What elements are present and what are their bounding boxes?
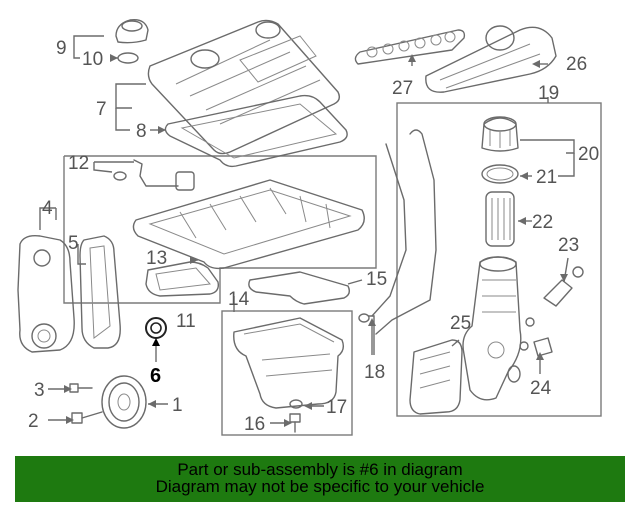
crankshaft-pulley: [101, 375, 147, 429]
callout-13: 13: [146, 248, 167, 269]
arrowheads: [64, 54, 568, 427]
oil-cooler: [409, 339, 463, 415]
callout-16: 16: [244, 414, 265, 435]
banner-line-disclaimer: Diagram may not be specific to your vehi…: [155, 477, 485, 496]
front-crankshaft-seal: [145, 317, 167, 339]
callout-11: 11: [176, 311, 196, 332]
info-banner: Part or sub-assembly is #6 in diagram Di…: [15, 456, 625, 502]
oil-level-sensor: [519, 337, 553, 357]
bolt-small: [69, 383, 93, 393]
callout-21: 21: [536, 167, 557, 188]
callout-27: 27: [392, 78, 413, 99]
callout-24: 24: [530, 378, 552, 399]
callout-14: 14: [228, 289, 250, 310]
callout-18: 18: [364, 362, 385, 383]
valve-cover-gasket: [164, 94, 348, 168]
callout-25: 25: [450, 313, 471, 334]
callout-1: 1: [172, 395, 183, 416]
lower-oil-pan: [233, 317, 345, 409]
oil-sensor: [113, 159, 195, 191]
oil-pan-gasket: [145, 261, 220, 297]
pulley-bolt: [71, 411, 103, 424]
engine-parts-diagram: 9 10 7 8 12 27 26 19 20 21 22 23 25 24 4…: [17, 19, 602, 436]
banner-line-part: Part or sub-assembly is #6 in diagram: [177, 460, 463, 479]
leader-lines: [39, 35, 575, 424]
callout-7: 7: [96, 99, 107, 120]
callout-12: 12: [68, 153, 89, 174]
dipstick-tube: [358, 129, 437, 335]
callout-23: 23: [558, 235, 579, 256]
oil-filter-housing: [462, 256, 522, 401]
upper-oil-pan: [132, 179, 365, 270]
group-box-14: [221, 310, 353, 436]
callout-22: 22: [532, 212, 553, 233]
oil-filter-element: [485, 191, 515, 247]
timing-cover: [17, 234, 75, 353]
timing-cover-gasket: [79, 235, 121, 349]
intake-manifold-gasket: [354, 29, 466, 65]
callout-6: 6: [150, 365, 161, 387]
valve-cover: [147, 19, 341, 155]
callout-26: 26: [566, 54, 587, 75]
filter-cap-seal: [481, 164, 519, 184]
group-box-19: [396, 102, 602, 417]
callout-10: 10: [82, 49, 103, 70]
callout-2: 2: [28, 411, 39, 432]
oil-filler-cap: [115, 19, 149, 64]
callout-19: 19: [538, 83, 559, 104]
drain-plug: [289, 413, 301, 433]
housing-seal: [507, 365, 521, 383]
callout-17: 17: [326, 397, 347, 418]
callout-15: 15: [366, 269, 387, 290]
callout-4: 4: [42, 198, 53, 219]
oil-temp-sensor: [525, 266, 584, 327]
callout-20: 20: [578, 144, 599, 165]
intake-manifold: [425, 25, 557, 93]
callout-5: 5: [68, 233, 79, 254]
oil-filter-cap: [481, 116, 519, 152]
callout-3: 3: [34, 380, 45, 401]
lower-pan-gasket: [248, 271, 351, 305]
drain-plug-washer: [289, 399, 303, 409]
callout-8: 8: [136, 121, 147, 142]
callout-9: 9: [56, 38, 67, 59]
